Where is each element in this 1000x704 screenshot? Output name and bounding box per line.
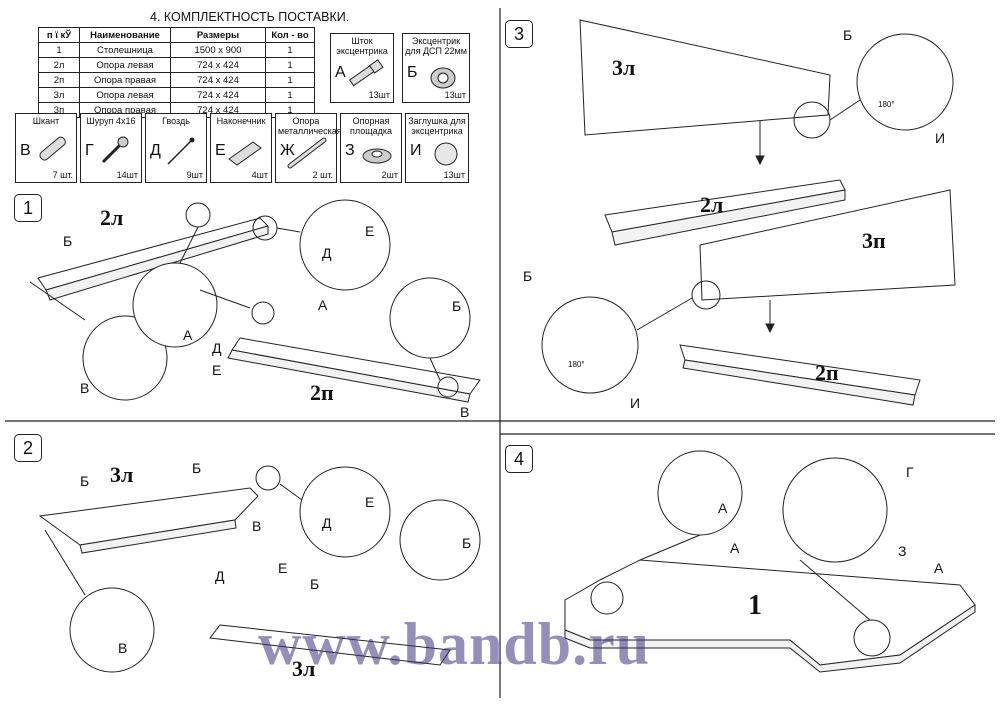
- component-qty: 2шт: [381, 170, 398, 180]
- part-number-1: 1: [748, 590, 762, 621]
- callout-label: Е: [278, 560, 288, 576]
- callout-label: Е: [365, 223, 375, 239]
- callout-label: А: [318, 297, 328, 313]
- callout-label: Б: [452, 298, 462, 314]
- component-qty: 4шт: [251, 170, 268, 180]
- callout-label: Д: [215, 568, 225, 584]
- part-number-2l: 2л: [100, 205, 124, 230]
- component-qty: 14шт: [116, 170, 138, 180]
- callout-label: А: [730, 540, 740, 556]
- rotation-label: 180°: [878, 100, 895, 109]
- cap-icon: [434, 142, 458, 166]
- component-name: Шкант: [32, 116, 60, 126]
- callout-label: Д: [212, 340, 222, 356]
- callout-label: В: [252, 518, 262, 534]
- component-tip: Наконечник Е 4шт: [210, 113, 272, 183]
- component-name: Эксцентрик для ДСП 22мм: [405, 36, 467, 56]
- part-number-2p-step3: 2п: [815, 360, 839, 385]
- callout-label: Б: [843, 27, 853, 43]
- component-letter: В: [20, 142, 31, 159]
- component-letter: Г: [85, 142, 94, 159]
- component-qty: 7 шт.: [52, 170, 73, 180]
- step-number: 2: [14, 434, 42, 462]
- callout-label: В: [80, 380, 90, 396]
- component-screw: Шуруп 4x16 Г 14шт: [80, 113, 142, 183]
- tip-icon: [228, 141, 262, 166]
- callout-label: И: [630, 395, 641, 411]
- component-dowel: Шкант В 7 шт.: [15, 113, 77, 183]
- component-letter: З: [345, 142, 355, 159]
- step-number: 1: [14, 194, 42, 222]
- component-letter: Е: [215, 142, 226, 159]
- callout-label: Е: [212, 362, 222, 378]
- dowel-icon: [39, 136, 66, 161]
- component-letter: А: [335, 64, 346, 81]
- callout-label: Б: [80, 473, 90, 489]
- component-support-pad: Опорная площадка З 2шт: [340, 113, 402, 183]
- part-number-3l-b: 3л: [292, 656, 316, 681]
- component-name: Опорная площадка: [349, 116, 393, 136]
- part-number-3l: 3л: [110, 462, 134, 487]
- component-letter: И: [410, 142, 422, 159]
- watermark: www.bandb.ru: [258, 611, 651, 677]
- screw-icon: [101, 136, 129, 164]
- component-letter: Д: [150, 142, 161, 159]
- cam-icon: [430, 67, 456, 89]
- part-number-3p: 3п: [862, 228, 886, 253]
- component-metal-leg: Опора металлическая Ж 2 шт.: [275, 113, 342, 183]
- component-qty: 9шт: [186, 170, 203, 180]
- board-2p: [227, 337, 481, 403]
- component-name: Шуруп 4x16: [86, 116, 136, 126]
- component-name: Шток эксцентрика: [336, 36, 388, 56]
- callout-label: А: [718, 500, 728, 516]
- callout-label: Е: [365, 494, 375, 510]
- component-nail: Гвоздь Д 9шт: [145, 113, 207, 183]
- cell: 1: [265, 87, 315, 103]
- callout-label: И: [935, 130, 946, 146]
- component-name: Опора металлическая: [278, 116, 342, 136]
- support-pad-icon: [362, 148, 392, 164]
- component-name: Заглушка для эксцентрика: [408, 116, 466, 136]
- callout-label: Г: [906, 464, 914, 480]
- part-number-2p: 2п: [310, 380, 334, 405]
- step-number: 3: [505, 20, 533, 48]
- section-title: 4. КОМПЛЕКТНОСТЬ ПОСТАВКИ.: [150, 10, 350, 24]
- callout-label: З: [898, 543, 907, 559]
- component-name: Гвоздь: [162, 116, 190, 126]
- cam-stem-icon: [348, 59, 384, 87]
- part-number-2l-step3: 2л: [700, 192, 724, 217]
- callout-label: В: [460, 404, 470, 420]
- component-qty: 13шт: [443, 170, 465, 180]
- callout-label: Д: [322, 515, 332, 531]
- callout-label: Д: [322, 245, 332, 261]
- callout-label: А: [934, 560, 944, 576]
- callout-label: Б: [192, 460, 202, 476]
- nail-icon: [167, 137, 195, 165]
- step-number: 4: [505, 445, 533, 473]
- callout-label: А: [183, 327, 193, 343]
- callout-label: Б: [523, 268, 533, 284]
- leg-icon: [287, 137, 327, 169]
- callout-label: Б: [462, 535, 472, 551]
- callout-label: В: [118, 640, 128, 656]
- component-cam: Эксцентрик для ДСП 22мм Б 13шт: [402, 33, 470, 103]
- component-qty: 13шт: [444, 90, 466, 100]
- board-2l: [37, 217, 269, 301]
- component-letter: Б: [407, 64, 418, 81]
- rotation-label: 180°: [568, 360, 585, 369]
- callout-label: Б: [310, 576, 320, 592]
- component-qty: 2 шт.: [312, 170, 333, 180]
- component-cam-stem: Шток эксцентрика А 13шт: [330, 33, 394, 103]
- component-cam-cap: Заглушка для эксцентрика И 13шт: [405, 113, 469, 183]
- component-qty: 13шт: [368, 90, 390, 100]
- component-name: Наконечник: [216, 116, 266, 126]
- part-number-3l-step3: 3л: [612, 55, 636, 80]
- callout-label: Б: [63, 233, 73, 249]
- component-letter: Ж: [280, 142, 295, 159]
